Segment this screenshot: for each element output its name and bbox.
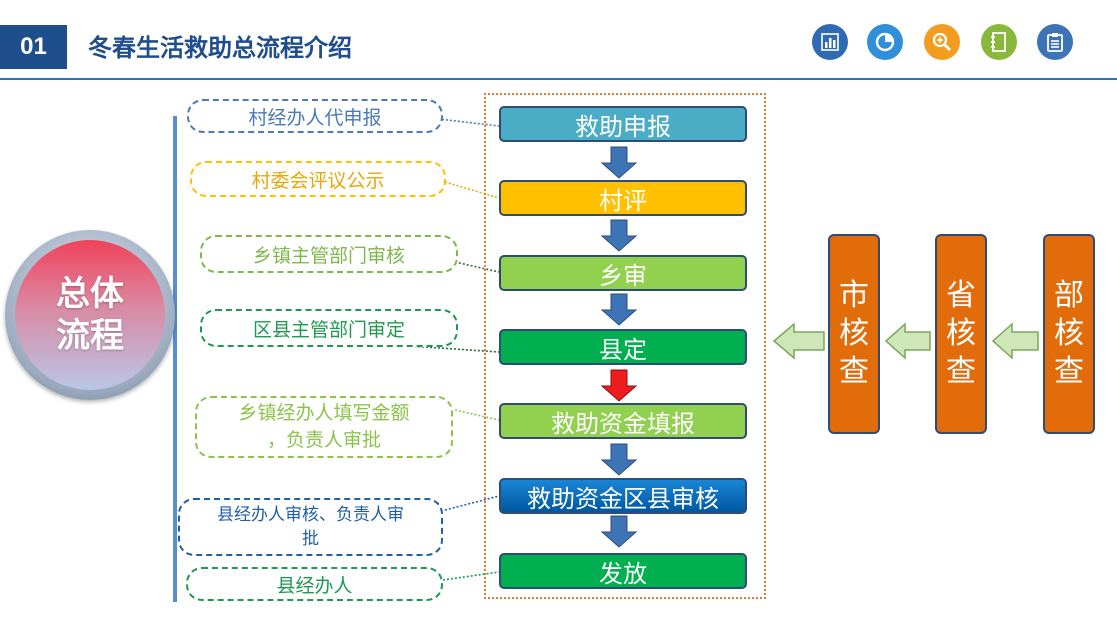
step-apply[interactable]: 救助申报 — [499, 106, 747, 142]
timeline-bar — [173, 116, 177, 602]
note-county-agent: 县经办人 — [186, 567, 443, 601]
connector-4 — [409, 345, 500, 353]
section-number: 01 — [0, 25, 67, 69]
review-arrow-1 — [772, 322, 825, 360]
flow-arrow-6 — [600, 515, 638, 548]
notebook-icon[interactable] — [981, 24, 1017, 60]
flow-arrow-2 — [600, 219, 638, 252]
header-divider — [0, 78, 1117, 80]
step-disburse[interactable]: 发放 — [499, 553, 747, 589]
note-township-dept: 乡镇主管部门审核 — [200, 235, 458, 273]
flow-arrow-1 — [600, 146, 638, 179]
page-title: 冬春生活救助总流程介绍 — [88, 34, 352, 62]
ministry-review-box: 部 核 查 — [1043, 234, 1095, 434]
pie-chart-icon[interactable] — [867, 24, 903, 60]
flow-arrow-5 — [600, 443, 638, 476]
city-review-box: 市 核 查 — [828, 234, 880, 434]
note-township-agent: 乡镇经办人填写金额 ，负责人审批 — [195, 396, 453, 458]
note-county-agent-review: 县经办人审核、负责人审 批 — [178, 498, 443, 556]
connector-2 — [444, 181, 500, 199]
connector-1 — [429, 117, 500, 127]
review-arrow-2 — [884, 322, 931, 360]
note-village-agent: 村经办人代申报 — [187, 99, 443, 133]
note-village-committee: 村委会评议公示 — [190, 161, 446, 197]
connector-7 — [442, 571, 500, 581]
magnifier-icon[interactable] — [924, 24, 960, 60]
flow-arrow-4 — [600, 369, 638, 402]
connector-3 — [454, 261, 500, 273]
process-container — [484, 93, 766, 599]
connector-6 — [444, 495, 500, 511]
step-township-review[interactable]: 乡审 — [499, 255, 747, 291]
review-arrow-3 — [991, 322, 1039, 360]
overview-badge: 总体 流程 — [5, 230, 175, 400]
step-fund-fill[interactable]: 救助资金填报 — [499, 403, 747, 439]
step-fund-county-review[interactable]: 救助资金区县审核 — [499, 478, 747, 514]
flow-arrow-3 — [600, 293, 638, 326]
province-review-box: 省 核 查 — [935, 234, 987, 434]
note-county-dept: 区县主管部门审定 — [200, 309, 458, 347]
connector-5 — [454, 409, 500, 421]
clipboard-icon[interactable] — [1037, 24, 1073, 60]
annotation-connectors — [409, 117, 500, 581]
review-arrows — [772, 322, 1039, 360]
flow-arrows — [600, 146, 638, 548]
step-county-decision[interactable]: 县定 — [499, 329, 747, 365]
overview-label: 总体 流程 — [56, 274, 124, 356]
bar-chart-icon[interactable] — [812, 24, 848, 60]
step-village-review[interactable]: 村评 — [499, 180, 747, 216]
